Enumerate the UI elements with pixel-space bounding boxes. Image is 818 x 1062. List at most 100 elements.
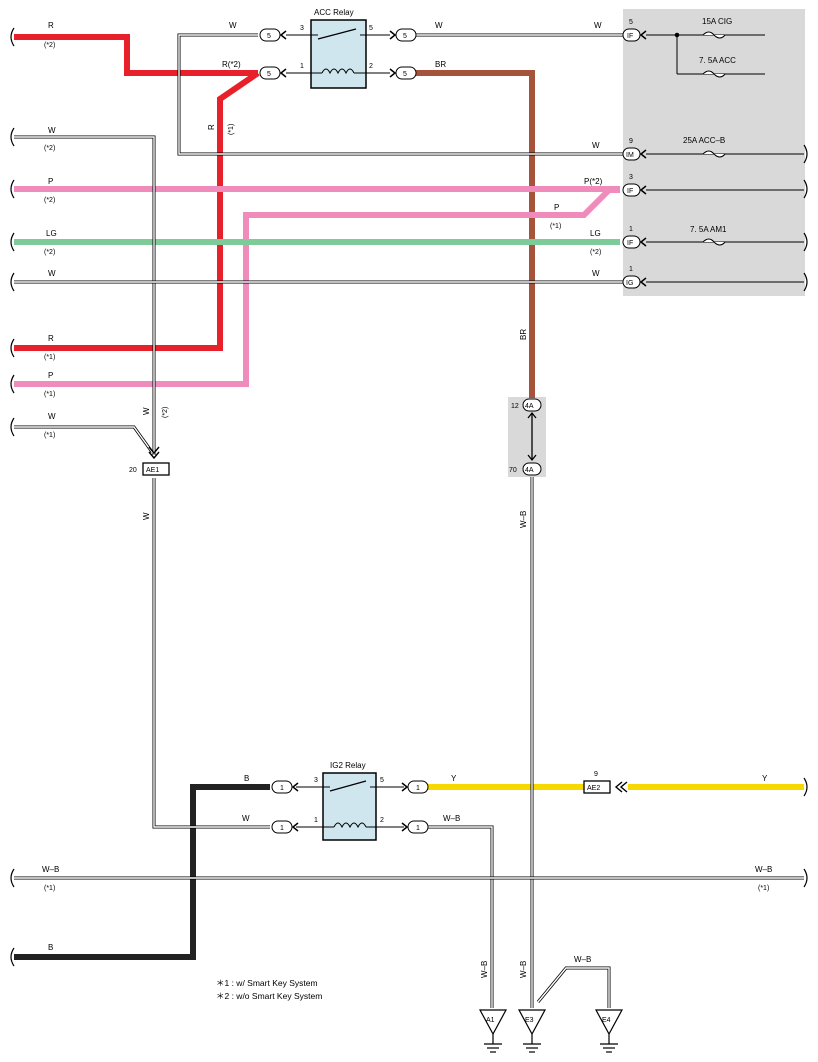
fuse-block-shade [623,9,805,296]
fuse-conn-if-2: IF [627,188,633,195]
ground-symbols [478,1009,624,1053]
lbl-p2: P(*2) [584,177,603,186]
lbl-p-a: P [48,177,53,186]
lbl-wb-vert-a: W–B [519,511,528,528]
ae2-pin: 9 [594,771,598,778]
fuse-block-connectors [622,28,647,289]
wire-red-r1 [14,70,260,351]
fuse-pin-1b: 1 [629,266,633,273]
lbl-wb-vert-c: W–B [519,961,528,978]
junction-4a [522,398,542,476]
ground-e3: E3 [525,1017,534,1024]
wire-pink-p1 [14,187,620,387]
acc-relay-title: ACC Relay [314,8,354,17]
fuse-pin-1a: 1 [629,226,633,233]
lbl-w-f: W [48,269,56,278]
j4a-code-bottom: 4A [525,467,534,474]
ig2-relay [296,772,404,841]
fuse-conn-im: IM [626,152,634,159]
lbl-br-vert: BR [519,329,528,340]
lbl-w-g: W [592,269,600,278]
note-2: ＊2 : w/o Smart Key System [216,991,322,1001]
lbl-v1-c: (*1) [44,391,55,398]
ig2-relay-pin5: 5 [380,777,384,784]
fuse-conn-if-3: IF [627,240,633,247]
white-wires [14,33,804,1008]
fuse-pin-3: 3 [629,174,633,181]
ig2-conn-b: 1 [280,825,284,832]
ae1-connector [142,446,170,476]
lbl-r-b: R [48,334,54,343]
ig2-conn-c: 1 [416,785,420,792]
fuse-label-cig: 15A CIG [702,17,732,26]
acc-conn-b: 5 [267,71,271,78]
acc-relay-pin1: 1 [300,63,304,70]
j4a-pin-bottom: 70 [509,467,517,474]
lbl-v2-b: (*2) [44,145,55,152]
lbl-p-c: P [48,371,53,380]
fuse-pin-9: 9 [629,138,633,145]
lbl-v1-d: (*1) [44,432,55,439]
fuse-label-acc: 7. 5A ACC [699,56,736,65]
wire-red-top [14,34,258,76]
ae1-code: AE1 [146,467,159,474]
lbl-v2-a: (*2) [44,42,55,49]
lbl-y-a: Y [451,774,457,783]
lbl-wb-b: W–B [42,865,59,874]
fuse-conn-ig: IG [626,280,633,287]
lbl-p-b: P [554,203,559,212]
wire-brown-br [412,70,535,398]
lbl-w-vert-a: W [142,407,151,415]
fuse-block [646,31,804,283]
wire-labels: R (*2) W W W R(*2) BR W (*2) W P (*2) P(… [42,21,772,978]
fuse-label-am1: 7. 5A AM1 [690,225,727,234]
break-marks [10,27,808,967]
lbl-w-e: W [592,141,600,150]
lbl-v2-vert: (*2) [162,407,169,418]
lbl-w-vert-b: W [142,512,151,520]
lbl-v1-a: (*1) [550,223,561,230]
ig2-conn-d: 1 [416,825,420,832]
wire-black-b [14,784,270,960]
ae2-connector [583,780,628,794]
acc-relay-pin3: 3 [300,25,304,32]
lbl-wb-a: W–B [443,814,460,823]
lbl-r-vert: R [207,124,216,130]
lbl-b-b: B [48,943,53,952]
acc-relay-pin2: 2 [369,63,373,70]
lbl-r-top: R [48,21,54,30]
acc-relay [286,19,390,89]
j4a-code-top: 4A [525,403,534,410]
ig2-relay-pin2: 2 [380,817,384,824]
ground-a1: A1 [486,1017,495,1024]
lbl-w-a: W [229,21,237,30]
lbl-v1-f: (*1) [758,885,769,892]
acc-relay-pin5: 5 [369,25,373,32]
lbl-br: BR [435,60,446,69]
acc-conn-a: 5 [267,33,271,40]
ig2-relay-title: IG2 Relay [330,761,366,770]
ae2-code: AE2 [587,785,600,792]
lbl-wb-c: W–B [755,865,772,874]
lbl-v2-e: (*2) [590,249,601,256]
lbl-r2: R(*2) [222,60,241,69]
fuse-label-accb: 25A ACC–B [683,136,725,145]
lbl-v2-c: (*2) [44,197,55,204]
lbl-wb-d: W–B [574,955,591,964]
ground-e4: E4 [602,1017,611,1024]
lbl-v2-d: (*2) [44,249,55,256]
note-1: ＊1 : w/ Smart Key System [216,978,318,988]
lbl-w-i: W [242,814,250,823]
ig2-relay-pin1: 1 [314,817,318,824]
lbl-b-a: B [244,774,249,783]
acc-relay-connectors [259,28,417,80]
j4a-pin-top: 12 [511,403,519,410]
lbl-v1-vert: (*1) [228,124,235,135]
ig2-relay-pin3: 3 [314,777,318,784]
acc-conn-d: 5 [403,71,407,78]
lbl-v1-b: (*1) [44,354,55,361]
fuse-pin-5: 5 [629,19,633,26]
acc-conn-c: 5 [403,33,407,40]
ig2-conn-a: 1 [280,785,284,792]
lbl-w-h: W [48,412,56,421]
